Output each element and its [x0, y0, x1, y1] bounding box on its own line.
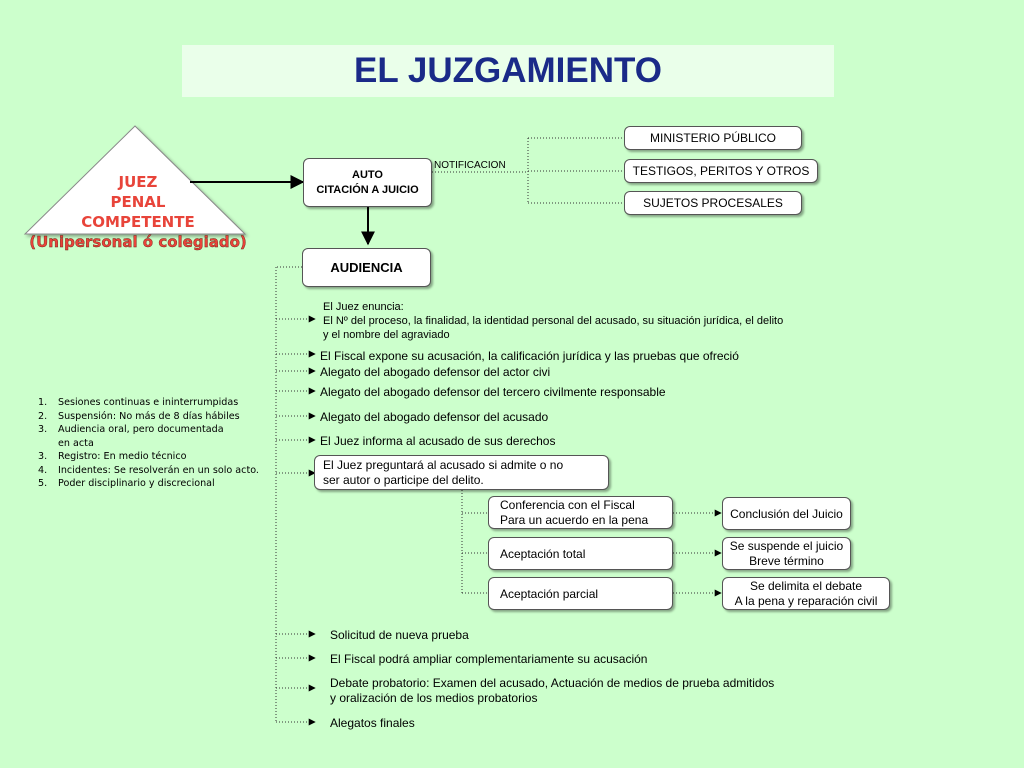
final-step-debate-line-2: y oralización de los medios probatorios [330, 691, 538, 705]
step-alegato-acusado: Alegato del abogado defensor del acusado [320, 410, 549, 424]
outcome-3-line-2: A la pena y reparación civil [734, 593, 878, 608]
outcome-conclusion-juicio: Conclusión del Juicio [722, 497, 851, 530]
judge-label: JUEZ PENAL COMPETENTE (Unipersonal ó col… [27, 172, 249, 252]
note-item: 3.Registro: En medio técnico [38, 451, 187, 462]
notified-testigos-peritos: TESTIGOS, PERITOS Y OTROS [624, 159, 818, 183]
question-box: El Juez preguntará al acusado si admite … [314, 455, 609, 490]
outcome-arrows [673, 509, 722, 597]
judge-triangle [23, 125, 247, 235]
judge-announces-heading: El Juez enuncia: [323, 301, 404, 313]
auto-line-1: AUTO [352, 168, 383, 181]
notification-label: NOTIFICACION [434, 160, 506, 171]
audiencia-spine [275, 266, 302, 723]
notified-sujetos-procesales: SUJETOS PROCESALES [624, 191, 802, 215]
notified-ministerio-publico: MINISTERIO PÚBLICO [624, 126, 802, 150]
outcome-se-suspende: Se suspende el juicio Breve término [722, 537, 851, 570]
final-step-nueva-prueba: Solicitud de nueva prueba [330, 628, 469, 642]
note-item: en acta [58, 437, 94, 449]
judge-line-1: JUEZ [118, 173, 158, 191]
outcome-se-delimita: Se delimita el debate A la pena y repara… [722, 577, 890, 610]
notification-connector [432, 137, 624, 204]
final-step-ampliar-acusacion: El Fiscal podrá ampliar complementariame… [330, 652, 648, 666]
judge-line-3: COMPETENTE [81, 213, 195, 231]
notes-list: 1.Sesiones continuas e ininterrumpidas 2… [38, 396, 259, 491]
option-conferencia-fiscal: Conferencia con el Fiscal Para un acuerd… [488, 496, 673, 529]
final-step-debate-probatorio: Debate probatorio: Examen del acusado, A… [330, 676, 774, 706]
note-item: 2.Suspensión: No más de 8 días hábiles [38, 410, 240, 422]
note-item: 4.Incidentes: Se resolverán en un solo a… [38, 464, 259, 476]
outcome-2-line-2: Breve término [749, 553, 824, 568]
note-item: 5.Poder disciplinario y discrecional [38, 478, 215, 489]
page-title: EL JUZGAMIENTO [182, 45, 834, 97]
judge-announces-text: El Juez enuncia: El Nº del proceso, la f… [323, 300, 783, 342]
note-item: 1.Sesiones continuas e ininterrumpidas [38, 397, 239, 408]
final-step-debate-line-1: Debate probatorio: Examen del acusado, A… [330, 676, 775, 690]
note-item: 3.Audiencia oral, pero documentada [38, 424, 224, 435]
outcome-2-line-1: Se suspende el juicio [729, 538, 844, 553]
judge-announces-line-2: y el nombre del agraviado [323, 329, 450, 341]
option-aceptacion-total: Aceptación total [488, 537, 673, 570]
option-2-line-1: Aceptación total [500, 546, 586, 561]
question-line-1: El Juez preguntará al acusado si admite … [323, 457, 564, 472]
judge-line-4: (Unipersonal ó colegiado) [29, 233, 247, 251]
step-alegato-actor-civil: Alegato del abogado defensor del actor c… [320, 365, 551, 379]
outcome-3-line-1: Se delimita el debate [749, 578, 863, 593]
question-connector [461, 490, 488, 594]
option-3-line-1: Aceptación parcial [500, 586, 599, 601]
option-1-line-1: Conferencia con el Fiscal [500, 497, 635, 512]
judge-line-2: PENAL [110, 193, 166, 211]
option-aceptacion-parcial: Aceptación parcial [488, 577, 673, 610]
step-juez-informa: El Juez informa al acusado de sus derech… [320, 434, 556, 448]
judge-announces-line-1: El Nº del proceso, la finalidad, la iden… [323, 315, 784, 327]
option-1-line-2: Para un acuerdo en la pena [500, 512, 649, 527]
step-fiscal-expone: El Fiscal expone su acusación, la califi… [320, 349, 739, 363]
auto-citation-box: AUTO CITACIÓN A JUICIO [303, 158, 432, 207]
question-line-2: ser autor o participe del delito. [323, 472, 484, 487]
final-step-alegatos-finales: Alegatos finales [330, 716, 415, 730]
auto-line-2: CITACIÓN A JUICIO [316, 183, 419, 196]
audiencia-box: AUDIENCIA [302, 248, 431, 287]
step-alegato-tercero: Alegato del abogado defensor del tercero… [320, 385, 666, 399]
outcome-1-line-1: Conclusión del Juicio [730, 506, 843, 521]
step-arrows [276, 315, 316, 726]
